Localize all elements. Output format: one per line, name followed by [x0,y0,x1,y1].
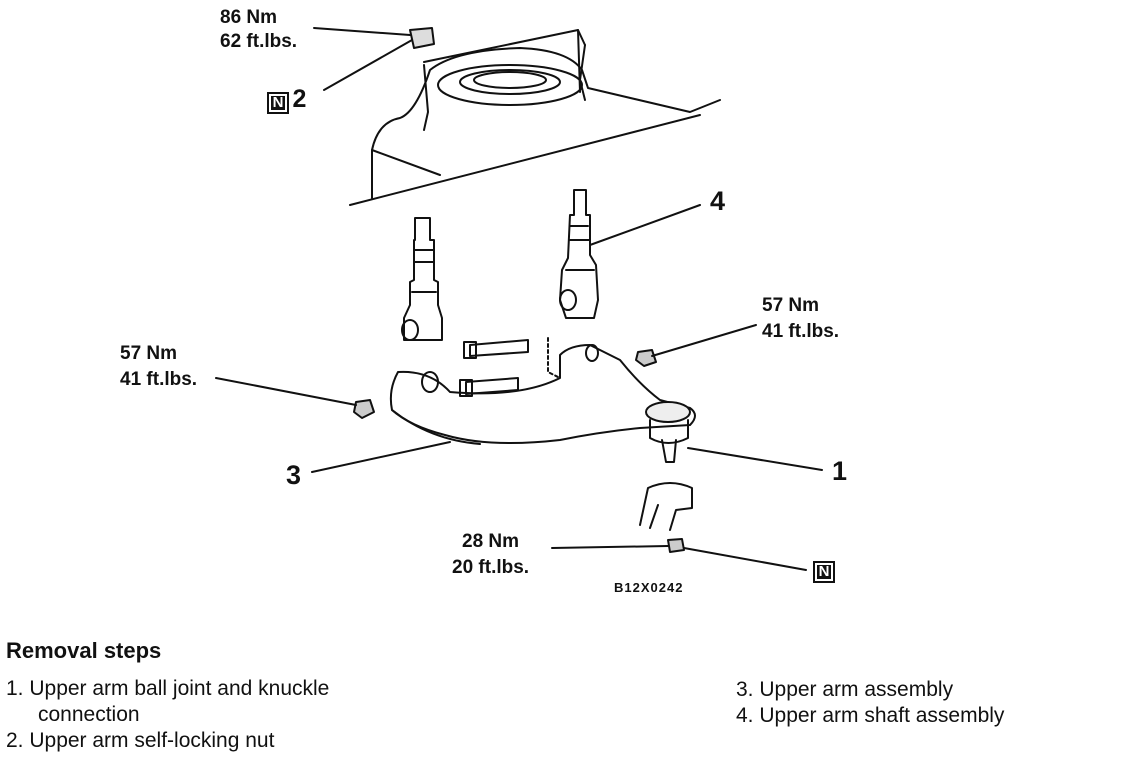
part-1-number: 1 [832,456,848,486]
torque-bottom-nm: 28 Nm [462,531,520,552]
torque-top-nm: 86 Nm [220,7,278,28]
torque-left-nm: 57 Nm [120,343,178,364]
part-3-number: 3 [286,460,302,490]
bolts-drawing [459,339,529,397]
right-shaft-drawing [559,189,701,319]
strut-tower-drawing [349,29,721,206]
step-4: 4. Upper arm shaft assembly [736,704,1005,727]
knuckle-drawing [639,482,693,531]
torque-bottom-ftlbs: 20 ft.lbs. [452,557,530,578]
upper-arm-exploded-diagram [215,27,823,571]
left-shaft-drawing [401,217,443,341]
step-1-line-1: 1. Upper arm ball joint and knuckle [6,677,330,700]
nuts-and-leaders [215,324,807,571]
n-callout-top: N 2 [267,84,307,114]
torque-right-ftlbs: 41 ft.lbs. [762,321,840,342]
n-badge-icon: N [813,561,835,583]
n-callout-bottom: N [813,561,835,583]
figure-code: B12X0242 [614,580,684,595]
torque-top-ftlbs: 62 ft.lbs. [220,31,298,52]
ball-joint-drawing [645,401,823,471]
torque-right-nm: 57 Nm [762,295,820,316]
removal-steps-title: Removal steps [6,638,162,663]
n-badge-icon: N [267,92,289,114]
torque-left-ftlbs: 41 ft.lbs. [120,369,198,390]
top-nut-drawing [313,27,435,91]
step-3: 3. Upper arm assembly [736,678,954,701]
step-1-line-2: connection [38,703,140,726]
part-2-number: 2 [292,85,307,113]
step-2: 2. Upper arm self-locking nut [6,729,275,752]
part-4-number: 4 [710,186,726,216]
upper-arm-drawing [389,337,696,445]
